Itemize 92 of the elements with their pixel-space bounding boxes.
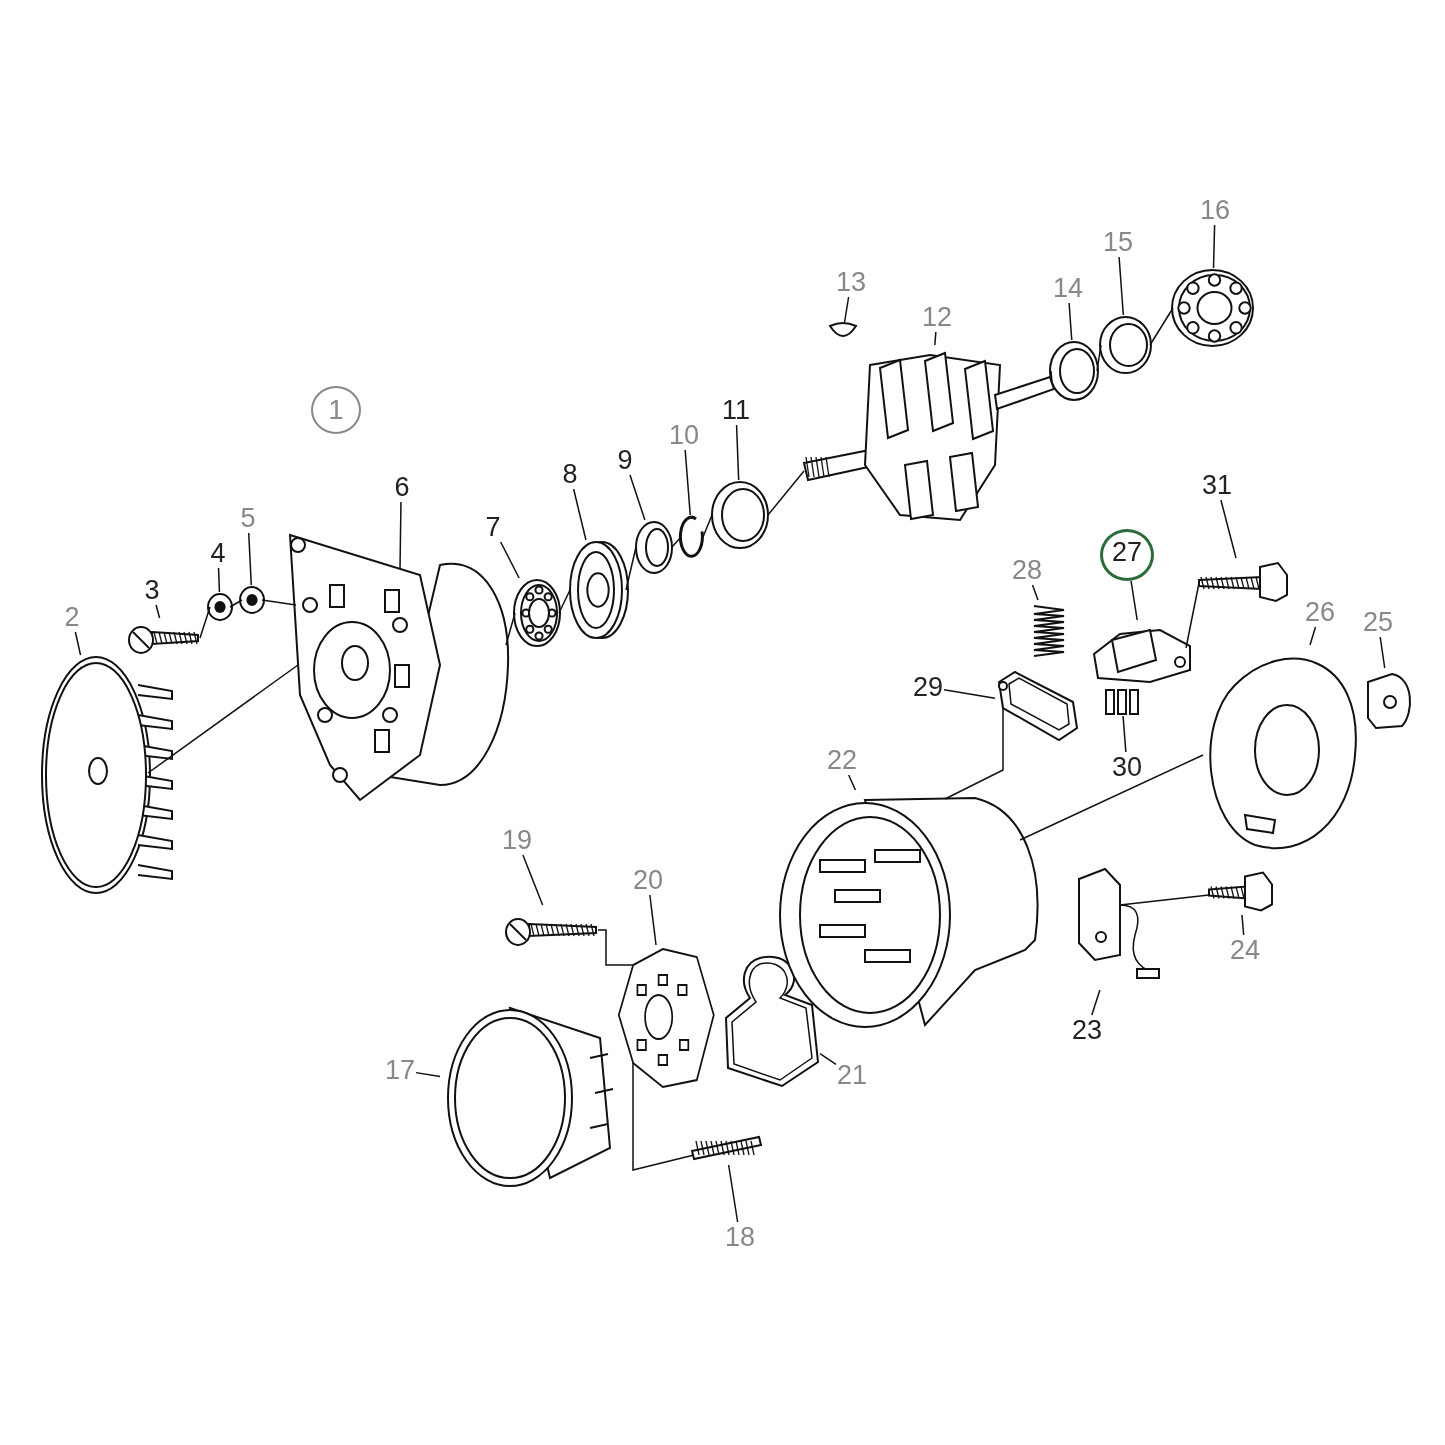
leader-line bbox=[522, 854, 544, 906]
leader-line bbox=[415, 1071, 441, 1078]
assembly-line bbox=[199, 606, 211, 639]
assembly-line bbox=[229, 599, 243, 608]
leader-line bbox=[843, 296, 850, 323]
leader-line bbox=[1068, 302, 1073, 341]
gasket-drawing bbox=[995, 668, 1080, 743]
assembly-line bbox=[597, 929, 634, 966]
ring-drawing bbox=[1098, 315, 1153, 375]
leader-line bbox=[1220, 499, 1237, 559]
terminal-drawing bbox=[1102, 688, 1142, 716]
leader-line bbox=[217, 567, 221, 593]
leader-line bbox=[1309, 626, 1317, 646]
callout-number: 6 bbox=[393, 472, 411, 502]
leader-line bbox=[1379, 636, 1386, 669]
leader-line bbox=[934, 331, 937, 346]
assembly-line bbox=[632, 1062, 695, 1171]
assembly-line bbox=[702, 514, 713, 538]
leader-line bbox=[1091, 989, 1101, 1016]
assembly-line bbox=[1096, 344, 1102, 372]
leader-line bbox=[74, 631, 82, 656]
leader-line bbox=[735, 424, 740, 481]
assembly-line bbox=[1185, 582, 1200, 649]
leader-line bbox=[499, 541, 520, 579]
callout-number: 26 bbox=[1304, 597, 1336, 627]
callout-number: 3 bbox=[143, 575, 161, 605]
callout-number: 5 bbox=[239, 503, 257, 533]
callout-number: 31 bbox=[1201, 470, 1233, 500]
callout-number: 7 bbox=[484, 512, 502, 542]
callout-number: 30 bbox=[1111, 752, 1143, 782]
callout-number: 13 bbox=[835, 267, 867, 297]
callout-number: 12 bbox=[921, 302, 953, 332]
callout-number: 21 bbox=[836, 1060, 868, 1090]
callout-number: 20 bbox=[632, 865, 664, 895]
callout-number: 16 bbox=[1199, 195, 1231, 225]
leader-line bbox=[399, 501, 402, 570]
assembly-line bbox=[505, 612, 516, 646]
callout-number: 8 bbox=[561, 459, 579, 489]
leader-line bbox=[572, 488, 587, 541]
callout-number: 29 bbox=[912, 672, 944, 702]
leader-line bbox=[155, 604, 161, 619]
washer-drawing bbox=[238, 585, 266, 615]
assembly-line bbox=[558, 589, 571, 614]
assembly-line bbox=[1019, 754, 1204, 841]
leader-line bbox=[847, 774, 857, 791]
leader-line bbox=[1130, 580, 1138, 621]
ring-drawing bbox=[710, 480, 770, 550]
callout-number: 11 bbox=[721, 395, 751, 425]
leader-line bbox=[684, 449, 691, 516]
callout-number: 22 bbox=[826, 745, 858, 775]
callout-number: 18 bbox=[724, 1222, 756, 1252]
leader-line bbox=[1122, 715, 1127, 753]
callout-number: 23 bbox=[1071, 1015, 1103, 1045]
leader-line bbox=[1212, 224, 1216, 269]
ball-bearing-drawing bbox=[1170, 268, 1255, 348]
circlip-drawing bbox=[678, 515, 706, 560]
assembly-line bbox=[261, 599, 297, 606]
leader-line bbox=[1031, 584, 1039, 601]
leader-line bbox=[943, 688, 996, 700]
leader-line bbox=[629, 474, 646, 521]
leader-line bbox=[649, 894, 657, 946]
callout-number: 15 bbox=[1102, 227, 1134, 257]
leader-line bbox=[248, 532, 252, 586]
callout-number: 10 bbox=[668, 420, 700, 450]
callout-number: 25 bbox=[1362, 607, 1394, 637]
assembly-line bbox=[671, 536, 682, 548]
leader-line bbox=[1241, 914, 1245, 936]
assembly-line bbox=[944, 707, 1004, 800]
callout-number: 19 bbox=[501, 825, 533, 855]
callout-number: 24 bbox=[1229, 935, 1261, 965]
ring-drawing bbox=[1048, 340, 1100, 402]
assembly-line bbox=[147, 664, 299, 774]
leader-line bbox=[1118, 256, 1125, 316]
ring-drawing bbox=[634, 520, 674, 575]
bearing-plate-drawing bbox=[566, 540, 630, 640]
assembly-line bbox=[1050, 370, 1053, 384]
callout-number: 4 bbox=[209, 538, 227, 568]
callout-number: 9 bbox=[616, 445, 634, 475]
assembly-line bbox=[1119, 894, 1210, 906]
callout-number: 2 bbox=[63, 602, 81, 632]
leader-line bbox=[819, 1052, 837, 1065]
pulley-fan-drawing bbox=[40, 655, 175, 895]
leader-line bbox=[727, 1164, 739, 1223]
circled-callout-number: 1 bbox=[311, 386, 361, 434]
callout-number: 28 bbox=[1011, 555, 1043, 585]
assembly-line bbox=[1149, 307, 1174, 346]
circled-callout-number: 27 bbox=[1100, 529, 1154, 581]
callout-number: 14 bbox=[1052, 273, 1084, 303]
ball-bearing-drawing bbox=[512, 578, 562, 648]
assembly-line bbox=[767, 470, 805, 516]
washer-drawing bbox=[206, 592, 234, 622]
callout-number: 17 bbox=[384, 1055, 416, 1085]
